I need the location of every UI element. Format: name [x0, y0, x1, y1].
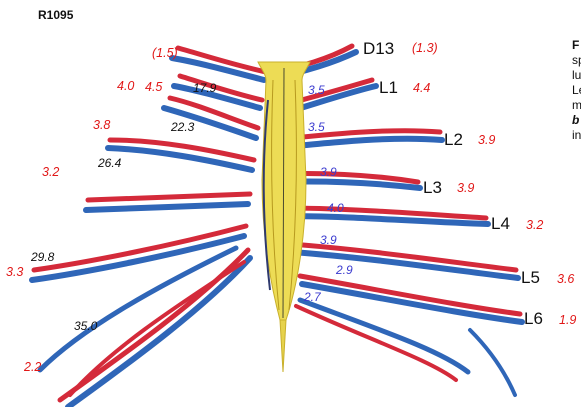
level-label-l6: L6 [524, 309, 543, 328]
left-red-value: 2.2 [23, 360, 41, 374]
level-label-d13: D13 [363, 39, 394, 58]
right-red-value: 3.9 [457, 181, 474, 195]
left-blue-nerve [86, 204, 248, 210]
descending-red-trunk [296, 306, 456, 380]
caption-line: in [572, 128, 581, 143]
caption-line: m [572, 98, 581, 113]
caption-line: Le [572, 83, 581, 98]
left-black-value: 22.3 [170, 120, 195, 134]
right-red-value: 3.6 [557, 272, 574, 286]
cord-blue-value: 3.9 [320, 233, 337, 247]
left-red-value: 4.0 [117, 79, 134, 93]
right-red-value: 1.9 [559, 313, 576, 327]
figure-caption: F sp lu Le m b in [572, 38, 581, 143]
right-red-vessel [300, 276, 520, 314]
right-blue-nerve [302, 284, 522, 322]
left-red-value: 3.2 [42, 165, 59, 179]
level-label-l1: L1 [379, 78, 398, 97]
left-blue-nerve [108, 148, 252, 170]
left-red-value: 3.3 [6, 265, 23, 279]
left-black-value: 35.0 [74, 319, 98, 333]
caption-line: F [572, 38, 581, 53]
caption-line: lu [572, 68, 581, 83]
level-label-l3: L3 [423, 178, 442, 197]
right-red-value: 3.2 [526, 218, 543, 232]
cord-blue-value: 3.5 [308, 83, 325, 97]
caption-line: sp [572, 53, 581, 68]
left-red-vessel [88, 194, 250, 200]
left-red-value: (1.5) [152, 46, 178, 60]
cord-blue-values: 3.5 3.5 3.9 4.0 3.9 2.9 2.7 [303, 83, 353, 304]
cord-blue-value: 3.5 [308, 120, 325, 134]
descending-blue-trunk [470, 330, 515, 395]
filum-terminale [280, 320, 286, 372]
right-red-value: 3.9 [478, 133, 495, 147]
level-label-l4: L4 [491, 214, 510, 233]
left-black-value: 17.9 [193, 81, 217, 95]
cord-blue-value: 4.0 [327, 201, 344, 215]
spinal-cord [258, 62, 310, 372]
left-black-value: 26.4 [97, 156, 122, 170]
level-label-l5: L5 [521, 268, 540, 287]
cord-blue-value: 2.7 [303, 290, 322, 304]
right-red-value: 4.4 [413, 81, 430, 95]
left-red-value: 3.8 [93, 118, 110, 132]
cord-blue-value: 2.9 [335, 263, 353, 277]
left-black-value: 29.8 [30, 250, 55, 264]
caption-line: b [572, 113, 581, 128]
level-label-l2: L2 [444, 130, 463, 149]
right-red-value: (1.3) [412, 41, 438, 55]
left-red-value: 4.5 [145, 80, 162, 94]
cord-blue-value: 3.9 [320, 165, 337, 179]
